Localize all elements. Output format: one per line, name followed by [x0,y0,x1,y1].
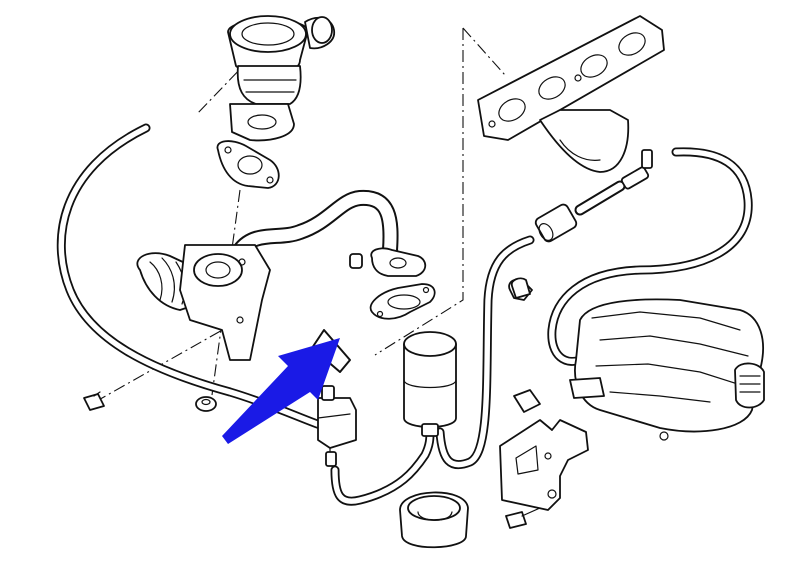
egr-valve [227,15,335,142]
pointer-arrow [222,338,340,444]
right-vacuum-hose [547,147,753,366]
charcoal-canister [403,331,457,437]
pipe-fitting [349,253,363,269]
intake-manifold [569,298,765,441]
hose-clamp [399,491,469,549]
nut [195,396,217,412]
egr-lower-assembly [136,244,271,361]
egr-gasket [369,283,436,320]
solenoid-valve [317,385,357,467]
mounting-bolt-bracket [505,507,541,529]
exhaust-manifold [477,15,665,173]
mounting-bolt [83,391,105,411]
canister-clip [510,277,531,299]
hose-connectors [534,149,653,243]
egr-pipe [232,189,427,277]
mounting-bracket [499,389,589,511]
egr-gasket-upper [216,140,280,189]
canister-hose [330,235,535,506]
